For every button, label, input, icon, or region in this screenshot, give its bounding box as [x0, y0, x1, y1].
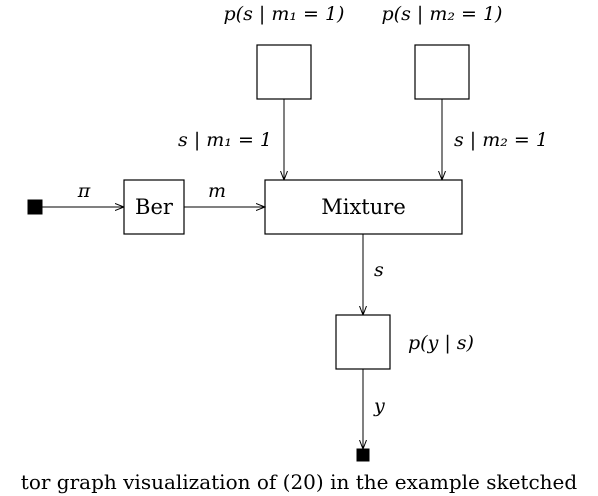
figure-caption: tor graph visualization of (20) in the e…: [0, 462, 598, 496]
likelihood-label: p(y | s): [408, 332, 474, 354]
figure-caption-text: tor graph visualization of (20) in the e…: [20, 470, 578, 494]
factor-m1-box: [256, 44, 312, 100]
ber-label: Ber: [135, 195, 174, 219]
edge-pi-label: π: [77, 180, 91, 202]
edge-s-m1-label: s | m₁ = 1: [178, 129, 272, 151]
edge-s-m2-label: s | m₂ = 1: [454, 129, 548, 151]
factor-m2-label: p(s | m₂ = 1): [382, 3, 503, 25]
ber-node: [123, 179, 185, 235]
likelihood-node: [335, 314, 391, 370]
factor-m2-box: [414, 44, 470, 100]
edge-s-label: s: [374, 259, 384, 281]
prior-terminal: [27, 199, 43, 215]
edge-m-label: m: [208, 180, 226, 202]
factor-m1-label: p(s | m₁ = 1): [224, 3, 345, 25]
mixture-label: Mixture: [321, 195, 406, 219]
edge-y-label: y: [373, 395, 385, 417]
observation-terminal: [356, 448, 370, 462]
